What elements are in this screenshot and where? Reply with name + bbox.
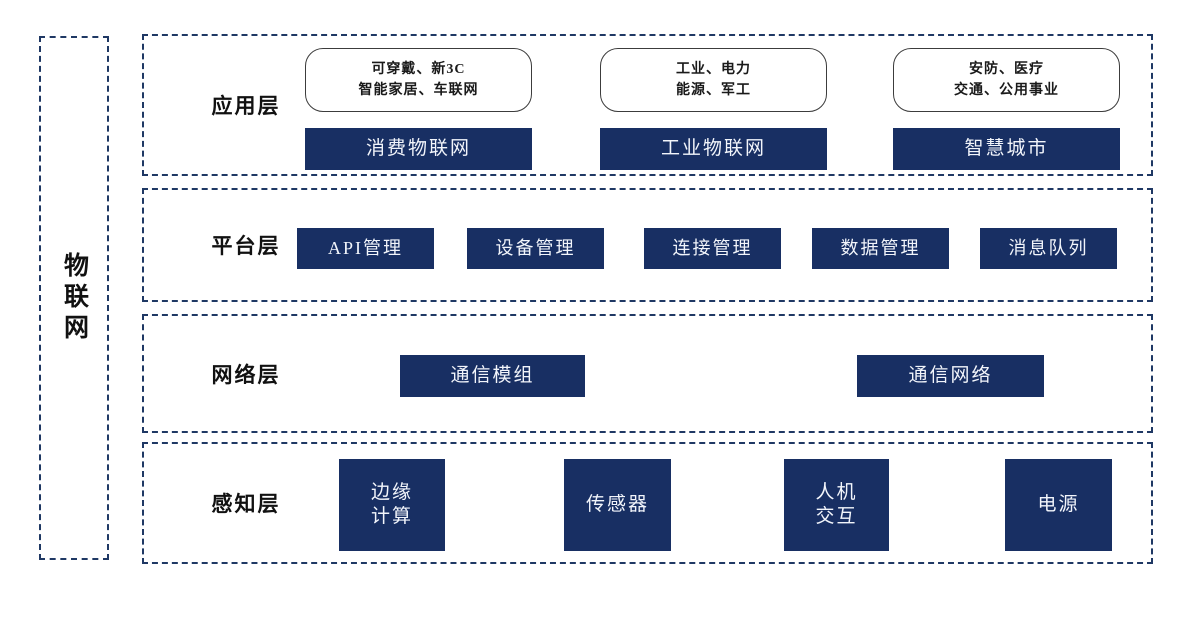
perception-layer-section: 感知层 边缘 计算 传感器 人机 交互 电源 <box>142 442 1153 564</box>
note-line: 可穿戴、新3C <box>371 62 466 77</box>
industrial-iot-box: 工业物联网 <box>600 128 827 170</box>
comm-network-box: 通信网络 <box>857 355 1044 397</box>
platform-layer-section: 平台层 API管理 设备管理 连接管理 数据管理 消息队列 <box>142 188 1153 302</box>
hmi-box: 人机 交互 <box>784 459 889 551</box>
data-management-box: 数据管理 <box>812 228 949 269</box>
iot-title: 物联网 <box>60 251 88 345</box>
box-line: 传感器 <box>585 494 649 516</box>
api-management-box: API管理 <box>297 228 434 269</box>
smart-city-box: 智慧城市 <box>893 128 1120 170</box>
application-layer-label: 应用层 <box>211 94 281 118</box>
iot-side-banner: 物联网 <box>39 36 109 560</box>
box-line: 电源 <box>1037 494 1080 516</box>
note-line: 安防、医疗 <box>969 62 1044 77</box>
consumer-iot-note: 可穿戴、新3C 智能家居、车联网 <box>305 48 532 112</box>
box-line: 交互 <box>815 506 858 527</box>
box-line: 边缘 <box>370 482 413 504</box>
perception-layer-label: 感知层 <box>211 492 281 516</box>
industrial-iot-note: 工业、电力 能源、军工 <box>600 48 827 112</box>
network-layer-label: 网络层 <box>211 362 281 387</box>
smart-city-note: 安防、医疗 交通、公用事业 <box>893 48 1120 112</box>
application-layer-section: 应用层 可穿戴、新3C 智能家居、车联网 消费物联网 工业、电力 能源、军工 工… <box>142 34 1153 176</box>
box-line: 人机 <box>815 482 858 504</box>
note-line: 交通、公用事业 <box>954 83 1059 98</box>
sensor-box: 传感器 <box>564 459 671 551</box>
connection-management-box: 连接管理 <box>644 228 781 269</box>
note-line: 智能家居、车联网 <box>358 83 479 98</box>
comm-module-box: 通信模组 <box>400 355 585 397</box>
consumer-iot-box: 消费物联网 <box>305 128 532 170</box>
note-line: 能源、军工 <box>676 83 751 98</box>
network-layer-section: 网络层 通信模组 通信网络 <box>142 314 1153 433</box>
message-queue-box: 消息队列 <box>980 228 1117 269</box>
power-box: 电源 <box>1005 459 1112 551</box>
note-line: 工业、电力 <box>676 62 751 77</box>
platform-layer-label: 平台层 <box>211 234 281 258</box>
box-line: 计算 <box>370 506 413 527</box>
device-management-box: 设备管理 <box>467 228 604 269</box>
edge-computing-box: 边缘 计算 <box>339 459 445 551</box>
